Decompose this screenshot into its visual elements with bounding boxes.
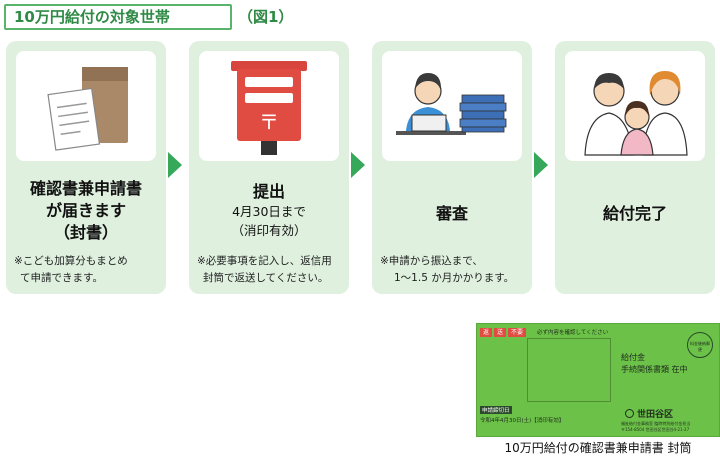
step-2-title: 提出 [252,182,285,201]
envelope-contents: 手続関係書類 在中 [621,365,688,374]
office-worker-icon [382,51,522,161]
envelope-address-line-2: 〒154-8504 世田谷区世田谷4-21-27 [621,427,690,432]
mailbox-icon: 〒 [199,51,339,161]
step-1-title-line-1: 確認書兼申請書 [29,179,142,198]
svg-text:〒: 〒 [259,110,279,134]
step-card-2: 〒 提出 4月30日まで （消印有効） ※必要事項を記入し、返信用 封筒で返送し… [189,41,349,294]
step-3-note-line-2: 1～1.5 か月かかります。 [394,272,515,284]
step-1-note-line-2: て申請できます。 [20,272,103,284]
step-3-title: 審査 [435,204,468,223]
envelope-sender: 世田谷区 [625,407,673,420]
figure-label: （図1） [238,8,294,26]
happy-family-icon [565,51,705,161]
step-2-note-line-1: ※必要事項を記入し、返信用 [197,255,332,267]
step-1-title-line-2: が届きます [45,201,126,220]
step-4-title: 給付完了 [602,204,667,223]
page-title: 10万円給付の対象世帯 [4,4,232,30]
step-1-note-line-1: ※こども加算分もまとめ [14,255,128,267]
application-envelope: 返 送 不要 必ず内容を確認してください 給付金 手続関係書類 在中 料金後納郵… [476,323,720,437]
ward-emblem-icon [625,409,634,418]
step-2-postmark: （消印有効） [231,223,307,238]
deadline-label: 申請締切日 [480,406,512,414]
envelope-address-line-1: 福祉給付金事務室 臨時特別給付金担当 [621,421,691,426]
envelope-small-note: 必ず内容を確認してください [537,330,609,336]
arrow-right-icon [351,152,365,178]
arrow-right-icon [534,152,548,178]
step-2-note-line-2: 封筒で返送してください。 [203,272,329,284]
step-card-3: 審査 ※申請から振込まで、 1～1.5 か月かかります。 [372,41,532,294]
step-card-1: 確認書兼申請書 が届きます （封書） ※こども加算分もまとめ て申請できます。 [6,41,166,294]
step-2-deadline: 4月30日まで [232,204,306,219]
step-card-4: 給付完了 [555,41,715,294]
envelope-heading: 給付金 [621,353,645,362]
step-1-title-line-3: （封書） [53,223,118,242]
envelope-tag-return: 返 [480,328,493,337]
postage-stamp-mark: 料金後納郵便 [687,332,713,358]
envelope-sender-name: 世田谷区 [637,410,674,420]
step-3-note-line-1: ※申請から振込まで、 [380,255,483,267]
deadline-date: 令和4年4月30日(土)【消印有効】 [480,418,565,424]
postage-stamp-label: 料金後納郵便 [690,341,710,352]
envelope-document-icon [16,51,156,161]
envelope-tag-unneeded: 不要 [508,328,527,337]
envelope-window [527,338,611,402]
envelope-caption: 10万円給付の確認書兼申請書 封筒 [504,441,692,455]
envelope-tag-send: 送 [494,328,507,337]
arrow-right-icon [168,152,182,178]
